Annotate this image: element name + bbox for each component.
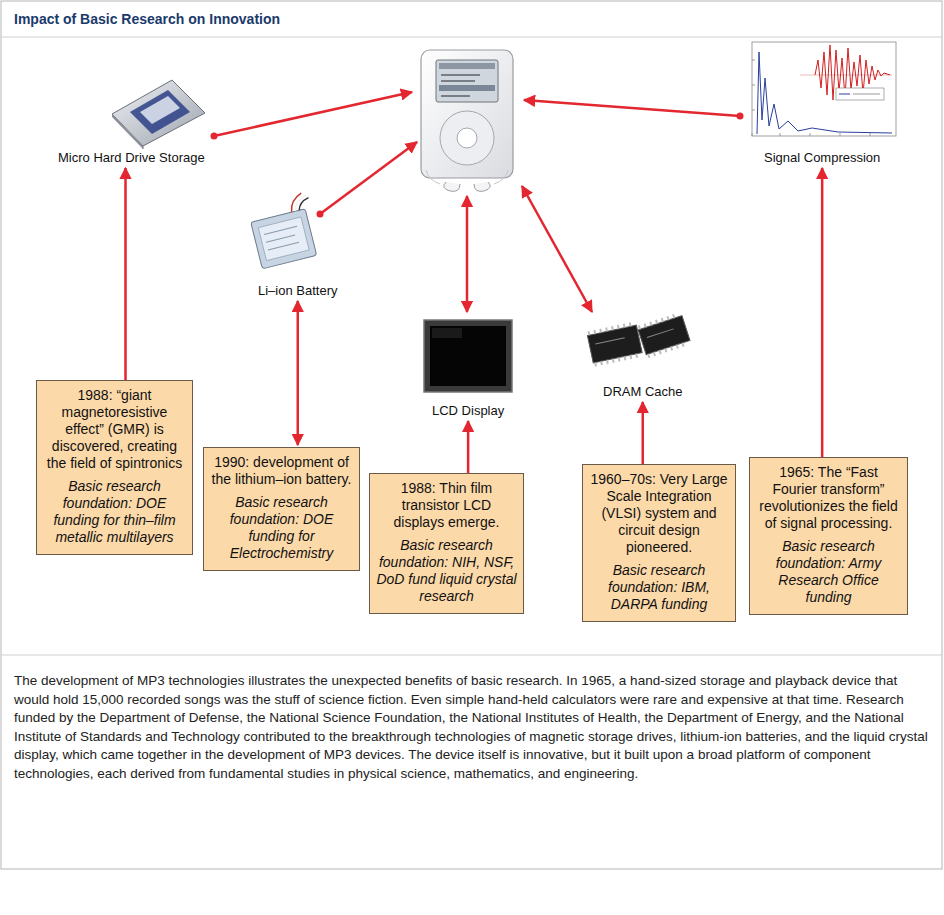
lcd-illustration [424,320,512,392]
component-label: Signal Compression [764,150,880,166]
component-label: DRAM Cache [603,384,682,400]
node-text: 1988: Thin film transistor LCD displays … [376,480,517,531]
connector-arrow [821,168,824,457]
arrow-tail-dot [317,211,324,218]
connector-arrow [467,421,470,473]
node-text: 1988: “giant magnetoresistive effect” (G… [43,387,186,472]
connector-arrow [124,168,127,380]
assembly-arrow [214,92,412,136]
research-box: 1990: development of the lithium–ion bat… [203,447,360,571]
frame [1,1,942,869]
arrow-tail-dot [737,113,744,120]
node-text: DRAM Cache [603,384,682,400]
connector-arrow [297,301,300,445]
arrow-tail-dots [211,113,744,218]
component-label: Micro Hard Drive Storage [58,150,205,166]
assembly-arrow [524,100,740,116]
caption-separator [1,655,942,656]
caption: The development of MP3 technologies illu… [14,672,930,783]
node-text: Li–ion Battery [258,283,338,299]
diagram-title: Impact of Basic Research on Innovation [14,11,280,27]
node-text: Micro Hard Drive Storage [58,150,205,166]
dram-illustration [587,312,692,367]
node-text: 1965: The “Fast Fourier transform” revol… [756,464,901,532]
node-text: LCD Display [432,403,504,419]
node-subtext: Basic research foundation: NIH, NSF, DoD… [376,537,517,605]
assembly-arrows [214,92,740,312]
node-subtext: Basic research foundation: DOE funding f… [210,494,353,562]
research-box: 1960–70s: Very Large Scale Integration (… [582,464,736,622]
node-text: Signal Compression [764,150,880,166]
assembly-arrow [522,186,592,312]
node-subtext: Basic research foundation: DOE funding f… [43,478,186,546]
assembly-arrow [466,196,469,312]
microdrive-illustration [112,80,205,149]
assembly-arrow [320,142,417,214]
arrow-tail-dot [211,133,218,140]
node-subtext: Basic research foundation: Army Research… [756,538,901,606]
component-label: LCD Display [432,403,504,419]
node-subtext: Basic research foundation: IBM, DARPA fu… [589,562,729,613]
research-box: 1988: Thin film transistor LCD displays … [369,473,524,614]
ipod-illustration [421,50,513,191]
connector-arrow [641,402,644,464]
research-box: 1965: The “Fast Fourier transform” revol… [749,457,908,615]
research-box: 1988: “giant magnetoresistive effect” (G… [36,380,193,555]
title-separator [1,37,942,38]
component-label: Li–ion Battery [258,283,338,299]
battery-illustration [247,192,323,269]
signal-plot-illustration [752,42,896,136]
node-text: 1960–70s: Very Large Scale Integration (… [589,471,729,556]
node-text: 1990: development of the lithium–ion bat… [210,454,353,488]
